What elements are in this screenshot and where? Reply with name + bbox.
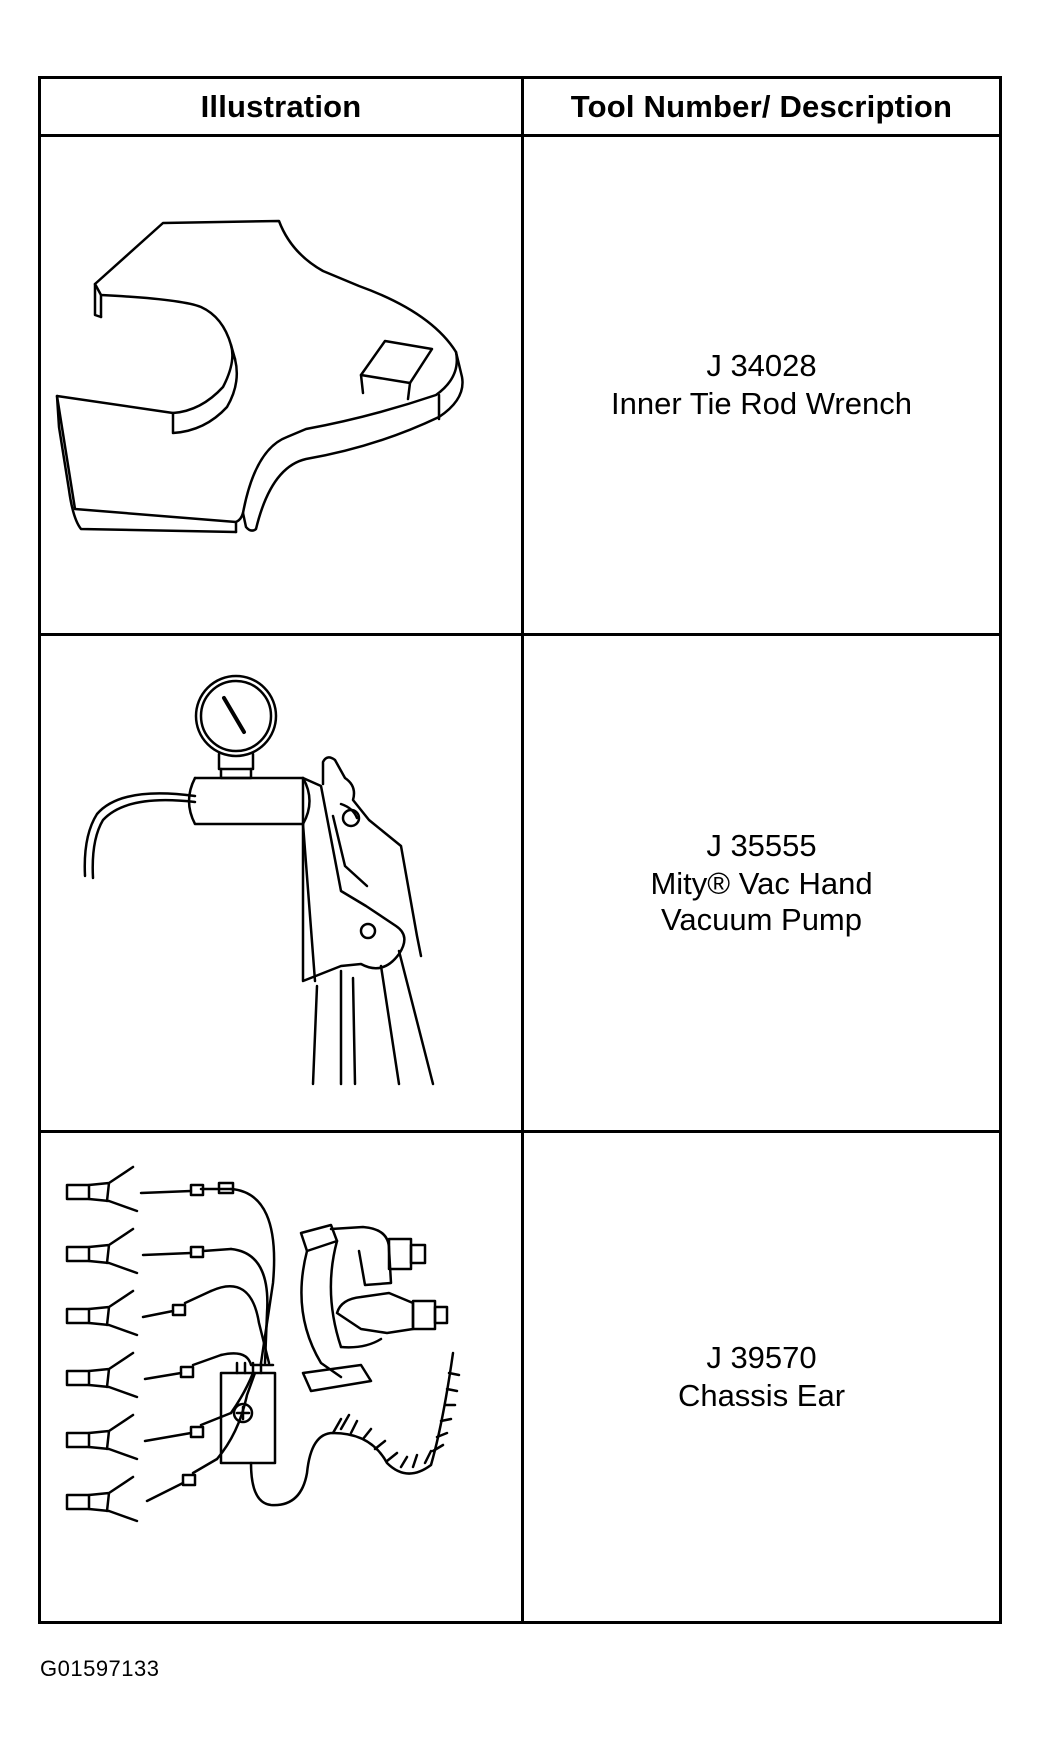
table-header-row: Illustration Tool Number/ Description xyxy=(41,79,999,137)
illustration-cell xyxy=(41,137,521,633)
chassis-ear-icon xyxy=(65,1165,461,1523)
tool-number: J 39570 xyxy=(706,1340,817,1375)
tool-description-line: Chassis Ear xyxy=(677,1378,846,1413)
tool-number: J 34028 xyxy=(706,348,817,383)
tool-table: Illustration Tool Number/ Description xyxy=(38,76,1002,1624)
column-divider xyxy=(521,79,524,1621)
alligator-clip-icon xyxy=(65,1165,139,1213)
illustration-cell xyxy=(41,636,521,1130)
illustration-cell xyxy=(41,1133,521,1621)
tool-description-line: Vacuum Pump xyxy=(660,902,862,937)
header-tool-description: Tool Number/ Description xyxy=(570,88,953,124)
tool-number: J 35555 xyxy=(706,828,817,863)
table-row: J 39570 Chassis Ear xyxy=(41,1133,999,1621)
table-row: J 35555 Mity® Vac Hand Vacuum Pump xyxy=(41,636,999,1133)
tool-description-cell: J 39570 Chassis Ear xyxy=(524,1133,999,1621)
vacuum-pump-icon xyxy=(83,674,435,1086)
tool-description-line: Inner Tie Rod Wrench xyxy=(611,386,912,421)
inner-tie-rod-wrench-icon xyxy=(55,219,464,534)
tool-description-cell: J 35555 Mity® Vac Hand Vacuum Pump xyxy=(524,636,999,1130)
tool-description-cell: J 34028 Inner Tie Rod Wrench xyxy=(524,137,999,633)
header-illustration: Illustration xyxy=(200,88,362,124)
figure-id: G01597133 xyxy=(40,1656,160,1681)
tool-description-line: Mity® Vac Hand xyxy=(650,866,873,901)
table-row: J 34028 Inner Tie Rod Wrench xyxy=(41,137,999,636)
